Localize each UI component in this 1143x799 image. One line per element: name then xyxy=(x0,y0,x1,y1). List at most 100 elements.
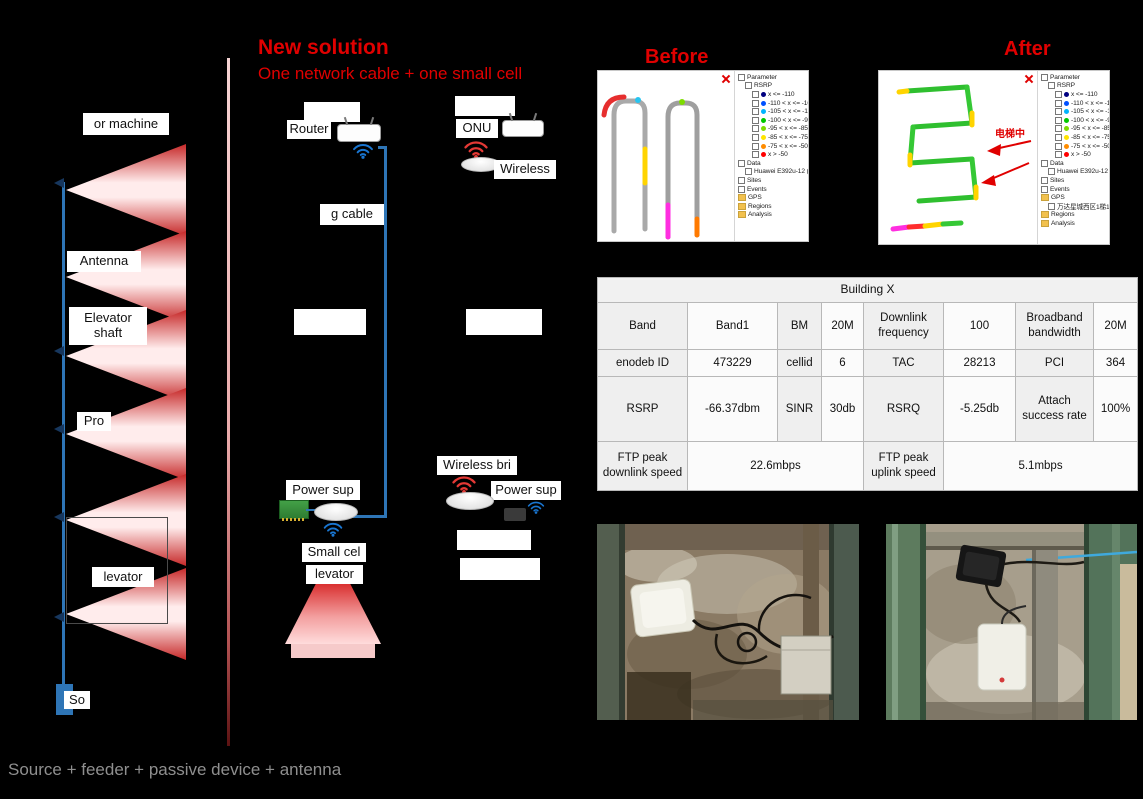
legend-color-dot-icon xyxy=(761,100,766,106)
table-cell: cellid xyxy=(777,349,822,377)
legend-checkbox-icon[interactable] xyxy=(738,73,745,81)
table-cell: enodeb ID xyxy=(597,349,688,377)
legend-checkbox-icon[interactable] xyxy=(1055,116,1062,124)
legend-checkbox-icon[interactable] xyxy=(752,99,759,107)
legend-checkbox-icon[interactable] xyxy=(1041,185,1048,193)
legend-checkbox-icon[interactable] xyxy=(745,168,752,176)
legend-label: Huawei E392u-12 (1) xyxy=(1057,168,1109,176)
hidden-label-box xyxy=(455,96,515,116)
legend-checkbox-icon[interactable] xyxy=(752,116,759,124)
legend-item: -105 < x <= -100 xyxy=(735,107,808,116)
legend-color-dot-icon xyxy=(761,152,766,158)
legend-color-dot-icon xyxy=(1064,143,1069,149)
legend-label: RSRP xyxy=(1057,82,1075,90)
legend-checkbox-icon[interactable] xyxy=(752,108,759,116)
legend-checkbox-icon[interactable] xyxy=(738,185,745,193)
table-cell: 30db xyxy=(821,376,864,442)
legend-color-dot-icon xyxy=(761,109,766,115)
legend-checkbox-icon[interactable] xyxy=(1055,108,1062,116)
legend-item: -100 < x <= -95 xyxy=(1038,116,1109,125)
legend-item: -85 < x <= -75 xyxy=(1038,133,1109,142)
legend-color-dot-icon xyxy=(1064,152,1069,158)
after-trace-svg xyxy=(890,84,1032,232)
legend-checkbox-icon[interactable] xyxy=(1048,168,1055,176)
legend-item: -95 < x <= -85 xyxy=(735,125,808,134)
legend-item: Huawei E392u-12 (1) xyxy=(735,168,808,177)
legend-checkbox-icon[interactable] xyxy=(1041,73,1048,81)
legend-checkbox-icon[interactable] xyxy=(1048,82,1055,90)
antenna-beam-shape xyxy=(66,388,186,480)
legend-checkbox-icon[interactable] xyxy=(752,90,759,98)
legend-item: -105 < x <= -100 xyxy=(1038,107,1109,116)
table-cell: BM xyxy=(777,302,822,350)
power-supply-label: Power sup xyxy=(491,481,561,500)
table-cell: 473229 xyxy=(687,349,778,377)
photo-before-svg xyxy=(597,524,859,720)
legend-checkbox-icon[interactable] xyxy=(1055,142,1062,150)
table-cell: -66.37dbm xyxy=(687,376,778,442)
legend-item: Sites xyxy=(1038,176,1109,185)
legend-label: -105 < x <= -100 xyxy=(768,108,808,116)
legend-color-dot-icon xyxy=(761,143,766,149)
before-drive-trace-map xyxy=(598,71,734,241)
legend-color-dot-icon xyxy=(1064,117,1069,123)
legend-checkbox-icon[interactable] xyxy=(1055,151,1062,159)
feeder-tap-arrow-icon xyxy=(54,178,64,188)
legend-item: Sites xyxy=(735,176,808,185)
before-trace-svg xyxy=(601,94,700,240)
photo-after-install xyxy=(886,524,1137,720)
legend-checkbox-icon[interactable] xyxy=(738,159,745,167)
legend-checkbox-icon[interactable] xyxy=(745,82,752,90)
wireless-label: Wireless xyxy=(494,160,556,179)
legend-checkbox-icon[interactable] xyxy=(1041,159,1048,167)
table-cell: 6 xyxy=(821,349,864,377)
after-drive-trace-map: 电梯中 xyxy=(879,71,1037,244)
legend-checkbox-icon[interactable] xyxy=(1041,176,1048,184)
table-cell: FTP peak downlink speed xyxy=(597,441,688,491)
legend-checkbox-icon[interactable] xyxy=(1048,202,1055,210)
legend-label: Data xyxy=(1050,159,1064,167)
legend-item: -110 < x <= -105 xyxy=(735,99,808,108)
power-cable-line xyxy=(306,509,316,511)
legend-label: Sites xyxy=(1050,176,1065,184)
legend-checkbox-icon[interactable] xyxy=(752,125,759,133)
table-cell: 22.6mbps xyxy=(687,441,864,491)
elevator-label: levator xyxy=(306,565,363,584)
legend-item: x > -50 xyxy=(1038,150,1109,159)
legend-item: -110 < x <= -105 xyxy=(1038,99,1109,108)
elevator-label: levator xyxy=(92,567,154,587)
legend-item: -95 < x <= -85 xyxy=(1038,125,1109,134)
section-divider xyxy=(227,58,230,746)
legend-label: -95 < x <= -85 xyxy=(1071,125,1109,133)
wifi-icon xyxy=(352,142,374,159)
legend-checkbox-icon[interactable] xyxy=(738,176,745,184)
new-solution-subtitle: One network cable + one small cell xyxy=(258,64,523,83)
legend-checkbox-icon[interactable] xyxy=(1055,133,1062,141)
wifi-icon xyxy=(323,521,343,537)
legend-checkbox-icon[interactable] xyxy=(752,151,759,159)
legend-color-dot-icon xyxy=(1064,134,1069,140)
legend-label: -75 < x <= -50 xyxy=(768,142,808,150)
signal-cone-base xyxy=(291,644,375,658)
terminal-device-icon xyxy=(504,508,526,521)
feeder-cable-line xyxy=(62,182,65,692)
legend-label: -95 < x <= -85 xyxy=(768,125,808,133)
legend-color-dot-icon xyxy=(761,126,766,132)
red-x-icon[interactable] xyxy=(1024,74,1033,83)
legend-checkbox-icon[interactable] xyxy=(752,142,759,150)
before-heading: Before xyxy=(645,46,709,68)
footer-caption: Source + feeder + passive device + anten… xyxy=(8,760,342,779)
router-icon xyxy=(337,124,381,142)
legend-item: Events xyxy=(735,185,808,194)
legend-checkbox-icon[interactable] xyxy=(1055,99,1062,107)
legend-checkbox-icon[interactable] xyxy=(752,133,759,141)
red-x-icon[interactable] xyxy=(721,74,730,83)
table-cell: TAC xyxy=(863,349,944,377)
legend-checkbox-icon[interactable] xyxy=(1055,125,1062,133)
legend-checkbox-icon[interactable] xyxy=(1055,90,1062,98)
network-cable-line xyxy=(384,148,387,518)
onu-icon xyxy=(502,120,544,137)
legend-item: Data xyxy=(1038,159,1109,168)
